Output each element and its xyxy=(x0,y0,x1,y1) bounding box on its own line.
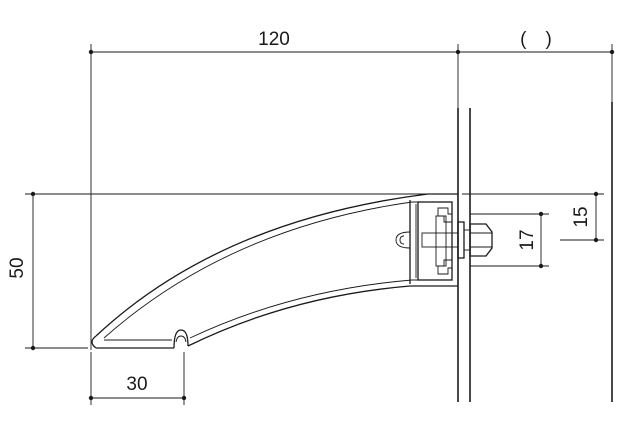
dimension-label-30: 30 xyxy=(126,374,147,395)
top-dimension: 120 ( ) xyxy=(88,29,615,350)
bottom-dimension: 30 xyxy=(88,352,187,405)
bolt-assembly xyxy=(421,221,493,259)
dimension-label-50: 50 xyxy=(7,257,28,278)
wall-panel xyxy=(457,102,613,402)
mounting-bracket xyxy=(417,201,453,281)
left-dimension: 50 xyxy=(7,191,428,351)
dimension-label-17: 17 xyxy=(517,229,538,250)
dimension-label-15: 15 xyxy=(571,206,592,227)
right-dimensions: 17 15 xyxy=(462,191,604,269)
curved-profile xyxy=(91,193,458,349)
dimension-label-120: 120 xyxy=(258,29,290,50)
dimension-label-blank: ( ) xyxy=(520,29,552,50)
